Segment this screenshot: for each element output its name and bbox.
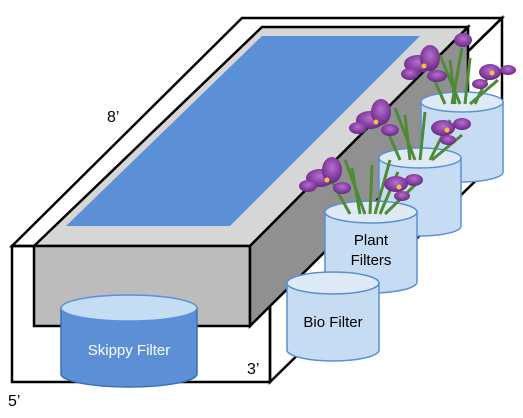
plant-filters-label-line1: Plant <box>354 232 389 249</box>
length-label: 8’ <box>107 109 119 126</box>
pond-water <box>66 36 420 226</box>
flower-cluster-back <box>401 33 516 106</box>
bio-filter-label: Bio Filter <box>303 314 362 331</box>
skippy-filter <box>60 294 198 388</box>
flower-cluster-middle <box>349 99 471 162</box>
bio-filter <box>286 271 380 362</box>
height-label: 3’ <box>247 361 259 378</box>
pond-box <box>30 23 472 329</box>
width-label: 5’ <box>8 393 20 410</box>
flower-cluster-front <box>299 157 423 216</box>
skippy-filter-label: Skippy Filter <box>88 342 171 359</box>
plant-filters-label-line2: Filters <box>351 252 392 269</box>
